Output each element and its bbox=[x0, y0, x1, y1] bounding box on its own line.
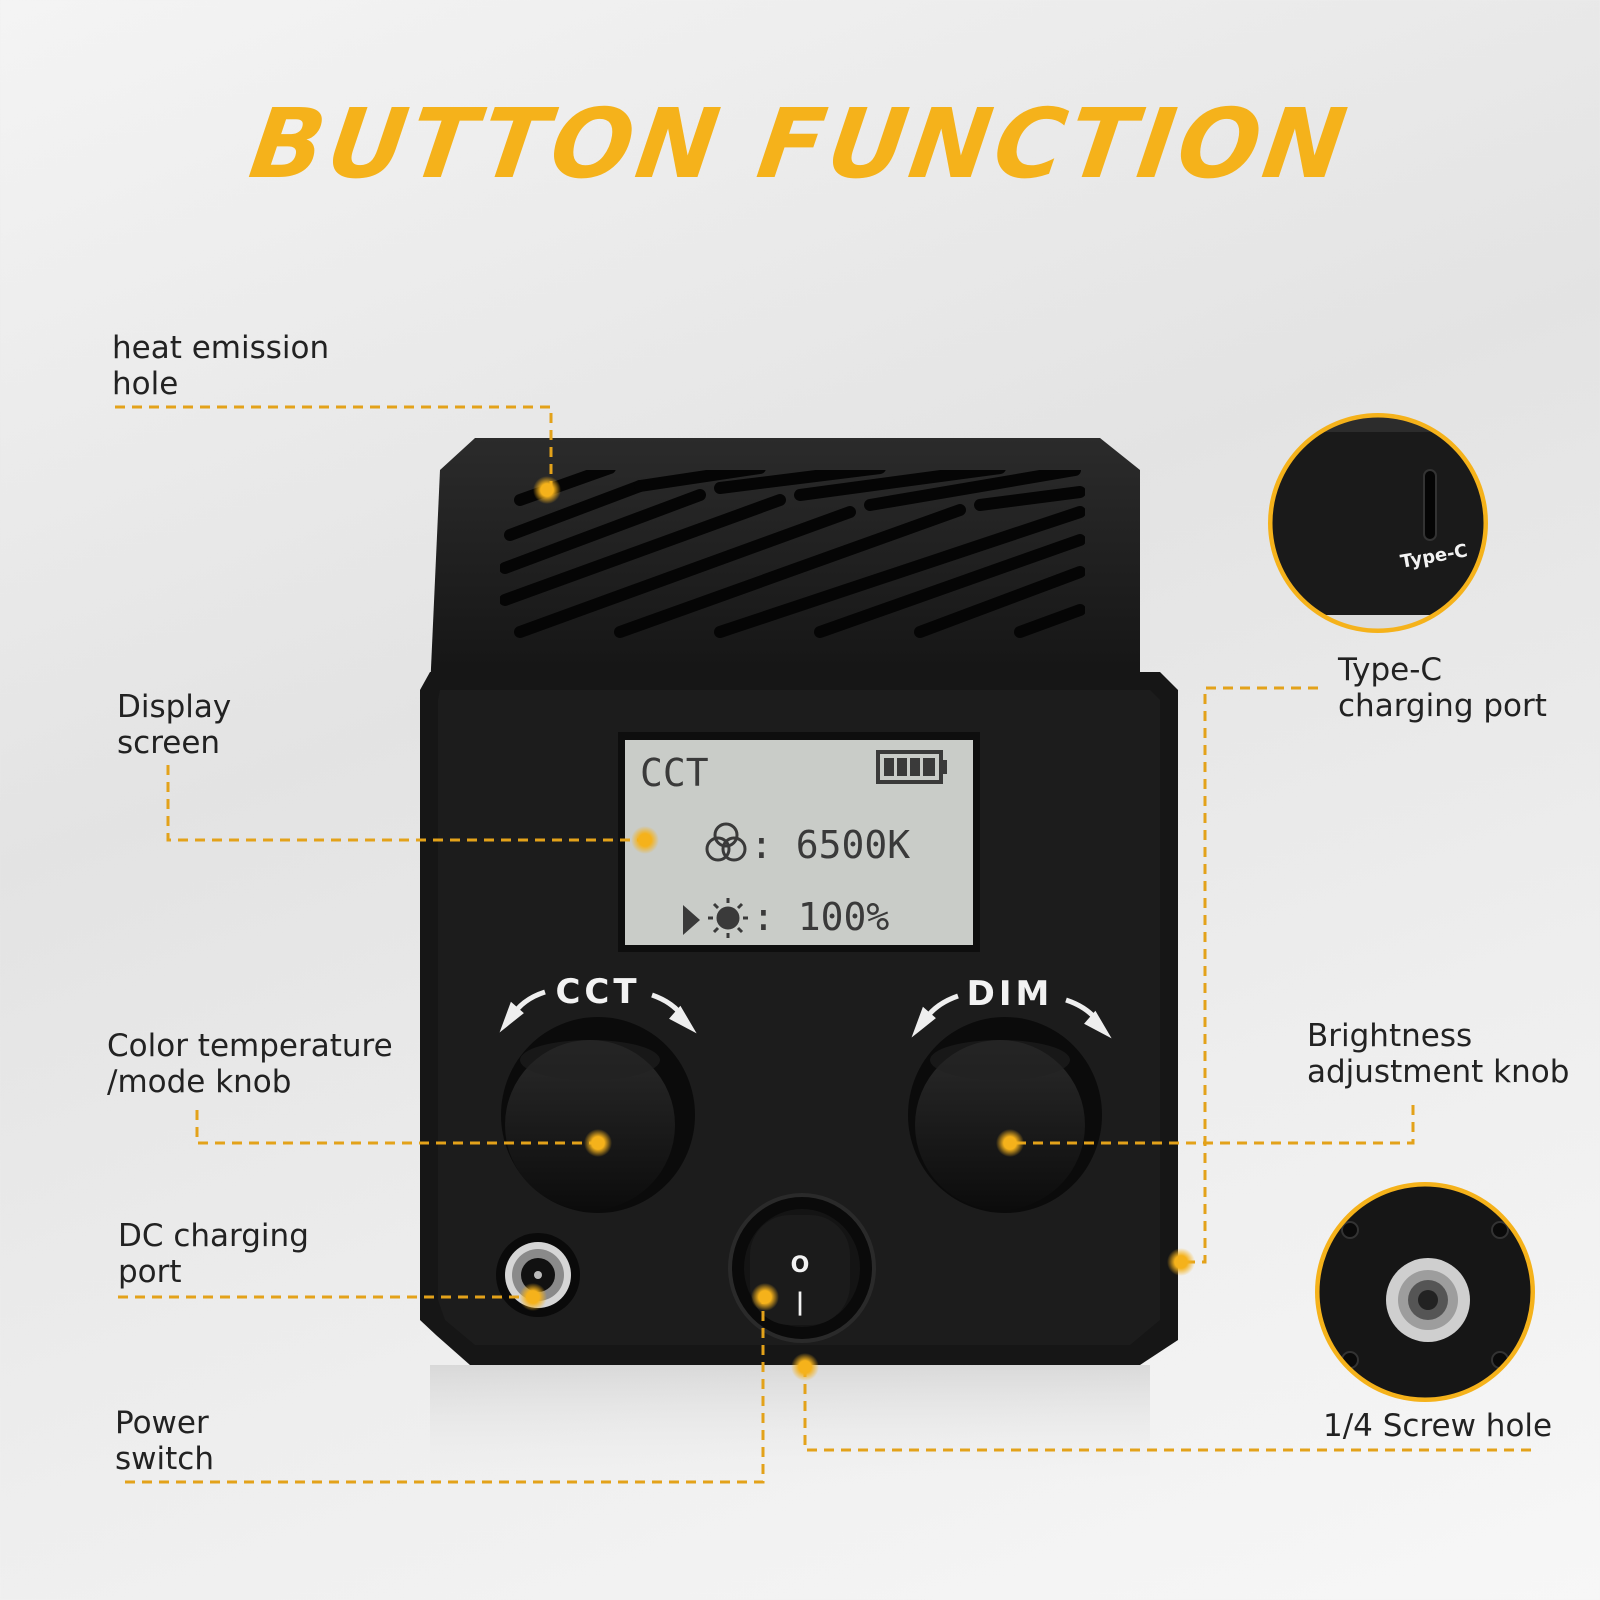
battery-icon bbox=[876, 750, 947, 784]
switch-on-mark: | bbox=[796, 1288, 805, 1316]
label-screw-hole: 1/4 Screw hole bbox=[1323, 1408, 1553, 1444]
typec-inset bbox=[1268, 413, 1488, 633]
lcd-mode-text: CCT bbox=[640, 751, 709, 795]
play-arrow-icon bbox=[683, 905, 700, 935]
label-dc-charging-port: DC charging port bbox=[118, 1218, 309, 1290]
label-power-switch: Power switch bbox=[115, 1405, 214, 1477]
label-heat-emission-hole: heat emission hole bbox=[112, 330, 330, 402]
typec-port-icon bbox=[1423, 469, 1437, 541]
label-brightness-knob: Brightness adjustment knob bbox=[1307, 1018, 1570, 1090]
rotate-arrow-icon bbox=[911, 993, 1112, 1039]
color-circles-icon bbox=[705, 822, 747, 862]
sun-icon bbox=[708, 898, 748, 938]
screw-hole-inset bbox=[1315, 1182, 1535, 1402]
lcd-brightness-text: : 100% bbox=[752, 895, 889, 939]
label-color-temperature-knob: Color temperature /mode knob bbox=[107, 1028, 393, 1100]
heat-vent-slots bbox=[500, 470, 1085, 638]
dim-knob-label: DIM bbox=[967, 974, 1054, 1014]
switch-off-mark: O bbox=[791, 1253, 810, 1278]
screw-hole-icon bbox=[1386, 1258, 1470, 1342]
rotate-arrow-icon bbox=[499, 989, 697, 1034]
cct-knob-label: CCT bbox=[555, 972, 640, 1012]
callout-dots bbox=[519, 476, 1195, 1381]
label-display-screen: Display screen bbox=[117, 689, 232, 761]
brightness-knob[interactable] bbox=[908, 1017, 1102, 1213]
color-temperature-knob[interactable] bbox=[501, 1017, 695, 1213]
lcd-color-temp-text: : 6500K bbox=[750, 823, 910, 867]
device-reflection bbox=[430, 1365, 1150, 1485]
label-typec-charging-port: Type-C charging port bbox=[1338, 652, 1547, 724]
